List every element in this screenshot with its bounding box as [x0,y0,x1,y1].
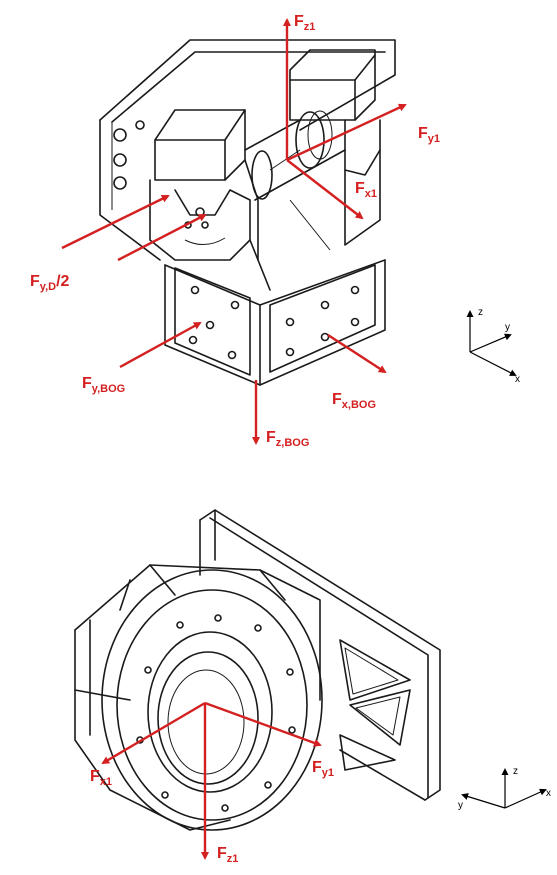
fz1-label: Fz1 [294,13,315,33]
bottom-axis-y: y [458,800,463,811]
bearing-housing-drawing [99,39,396,386]
bottom-fy1-arrow [204,701,322,747]
bottom-fx1-arrow [101,701,206,765]
top-force-labels: Fz1 Fy1 Fx1 Fy,D/2 Fy,BOG Fx,BOG Fz,BOG [30,13,440,449]
top-force-arrows [61,18,407,445]
fyd-arrow-2 [117,213,207,262]
bottom-force-labels: Fx1 Fy1 Fz1 [90,759,334,865]
top-axis-triad: z y x [466,307,520,385]
bottom-fx1-label: Fx1 [90,768,112,788]
fybog-arrow [119,321,202,369]
fx1-arrow [286,159,364,220]
axle-box-drawing [74,509,441,831]
bottom-axis-z: z [513,766,518,777]
top-axis-z: z [478,307,483,318]
fxbog-arrow [327,333,387,374]
fy1-arrow [286,103,407,162]
fzbog-label: Fz,BOG [266,429,309,449]
top-axis-x: x [515,374,520,385]
top-axis-y: y [505,322,510,333]
fxbog-label: Fx,BOG [332,391,376,411]
bottom-fy1-label: Fy1 [312,759,334,779]
fy1-label: Fy1 [418,125,440,145]
fybog-label: Fy,BOG [82,375,125,395]
fyd-label: Fy,D/2 [30,273,70,293]
fyd-arrow-1 [61,194,170,250]
bottom-force-arrows [101,701,322,860]
bottom-fz1-label: Fz1 [217,845,238,865]
bottom-axis-x: x [546,788,551,799]
fx1-label: Fx1 [355,180,377,200]
bottom-axis-triad: z x y [458,766,551,811]
